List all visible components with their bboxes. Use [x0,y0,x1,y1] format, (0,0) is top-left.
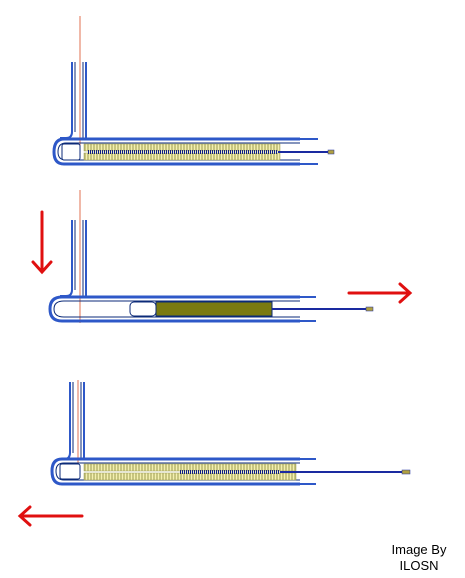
sheath-tube [48,295,316,323]
panel-deployed [17,380,411,527]
panel-mid-deployment [31,190,413,323]
panel-loaded [52,16,335,166]
sheath-tube [50,457,316,486]
catheter-tip [401,469,411,475]
expanded-stent-top [83,463,297,472]
plunger [61,143,81,161]
credit-line-2: ILOSN [399,558,439,573]
arrow-right [347,282,413,304]
credit-line-1: Image By [391,542,447,557]
side-port [60,220,87,297]
expanded-stent-bottom [83,472,297,481]
catheter-tip [327,149,335,155]
side-port [58,382,85,460]
compressed-stent-bottom [83,152,281,161]
plunger [129,301,157,317]
stent-loaded [155,301,273,317]
coil [88,150,278,154]
coil [180,470,280,474]
compressed-stent-top [83,143,281,152]
plunger [59,463,81,480]
arrow-left [17,505,84,527]
catheter-tip [365,306,374,312]
image-credit: Image By ILOSN [379,542,459,574]
side-port [60,62,87,139]
arrow-down [31,210,53,275]
